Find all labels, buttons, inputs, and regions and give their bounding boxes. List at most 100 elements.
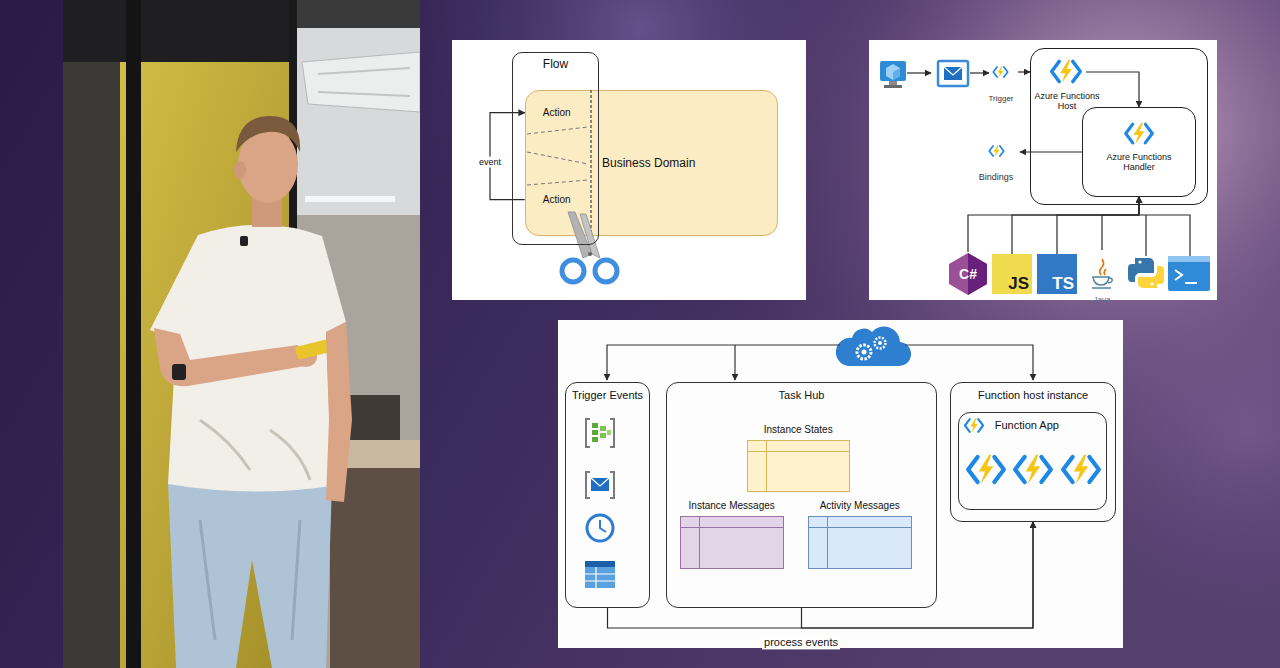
function-app-box: Function App <box>958 412 1107 510</box>
event-hub-icon <box>586 419 614 447</box>
cloud-gear-icon <box>862 350 867 355</box>
distribution-line <box>905 345 1033 380</box>
queue-icon <box>586 472 614 498</box>
functions-host-icon <box>1052 60 1081 84</box>
diagram-panels <box>452 40 806 300</box>
speaker-photo <box>240 236 248 246</box>
speaker-photo <box>326 322 352 502</box>
node-label: JS <box>1008 275 1029 292</box>
node-label: Trigger <box>988 94 1013 104</box>
event-hub-icon <box>586 419 614 447</box>
distribution-line <box>734 345 735 380</box>
vm-icon <box>884 85 902 88</box>
event-hub-icon <box>600 426 606 431</box>
speaker-photo <box>200 420 310 480</box>
python-logo <box>1128 258 1164 288</box>
storage-table-icon <box>585 561 615 588</box>
node-label: Activity Messages <box>820 500 900 512</box>
terminal-icon <box>1185 282 1197 284</box>
vm-icon <box>889 81 897 85</box>
message-table: Instance Messages <box>680 516 784 569</box>
bindings-icon <box>989 145 1003 157</box>
edge-label: process events <box>762 636 840 649</box>
fan-in-line <box>1140 215 1190 256</box>
node-label: Task Hub <box>779 389 825 402</box>
event-hub-icon <box>592 430 598 435</box>
speaker-photo <box>63 0 420 668</box>
flow-arrow <box>907 72 931 73</box>
functions-host-box: Azure Functions HostAzure Functions Hand… <box>1030 48 1208 205</box>
scissors-icon <box>562 260 584 282</box>
function-icon <box>1063 455 1099 484</box>
event-hub-icon <box>600 433 606 438</box>
timer-icon <box>600 520 606 532</box>
queue-icon <box>938 61 968 86</box>
speaker-photo <box>63 0 420 668</box>
node-label: Business Domain <box>602 156 695 170</box>
vm-icon <box>886 64 900 80</box>
scissors-icon <box>580 214 600 258</box>
trigger-node: Trigger <box>984 62 1018 104</box>
speaker-photo <box>297 0 420 215</box>
speaker-photo <box>168 482 332 668</box>
bindings-node: Bindings <box>972 142 1020 183</box>
node-label: TS <box>1052 275 1074 292</box>
csharp-logo: C# <box>948 252 988 296</box>
connector-arrow <box>1012 197 1139 254</box>
action-dividers <box>527 127 588 185</box>
python-logo <box>1150 282 1153 285</box>
trigger-events-box: Trigger Events <box>565 382 650 608</box>
cloud-gear-icon <box>875 338 886 349</box>
node-label: Azure Functions Host <box>1031 91 1103 112</box>
speaker-photo <box>126 0 141 668</box>
scissors-icon <box>595 260 617 282</box>
function-host-box: Function host instanceFunction App <box>950 382 1116 522</box>
message-table: Activity Messages <box>808 516 912 569</box>
function-icon <box>1015 455 1051 484</box>
action-box: Action <box>525 102 589 124</box>
distribution-line <box>607 345 840 380</box>
timer-icon <box>587 515 613 541</box>
speaker-photo <box>297 0 420 28</box>
speaker-photo <box>234 161 246 179</box>
diagram-panels <box>869 40 1217 300</box>
diagram-panels <box>558 320 1123 648</box>
flow-arrow <box>970 72 989 73</box>
function-icon <box>968 455 1004 484</box>
terminal-icon <box>1175 270 1182 280</box>
queue-icon <box>591 478 609 486</box>
functions-handler-icon <box>1126 123 1153 145</box>
node-label: Action <box>543 194 571 206</box>
vm-icon <box>880 61 906 81</box>
speaker-photo <box>154 328 305 386</box>
node-label: Instance Messages <box>689 500 775 512</box>
vm-icon <box>893 68 900 80</box>
storage-table-icon <box>585 561 615 588</box>
queue-icon <box>944 67 962 75</box>
action-dividers <box>527 127 588 185</box>
cloud-gear-icon <box>878 341 882 345</box>
javascript-logo: JS <box>992 254 1032 294</box>
speaker-photo <box>295 339 331 360</box>
queue-icon <box>591 478 609 491</box>
node-label: Trigger Events <box>572 389 643 402</box>
speaker-photo <box>150 225 346 492</box>
java-steam <box>1100 259 1106 275</box>
java-cup-symbol <box>1092 277 1112 288</box>
storage-table-icon <box>585 561 615 567</box>
speaker-photo <box>318 92 410 96</box>
node-label: Java <box>1094 296 1111 305</box>
functions-handler-box: Azure Functions Handler <box>1082 107 1196 197</box>
node-label: Instance States <box>764 424 833 436</box>
speaker-photo <box>318 68 410 74</box>
speaker-photo <box>172 364 186 380</box>
speaker-photo <box>63 0 293 62</box>
python-logo <box>1138 260 1141 263</box>
edge-label: event <box>477 157 503 168</box>
scissors-icon <box>562 212 617 282</box>
